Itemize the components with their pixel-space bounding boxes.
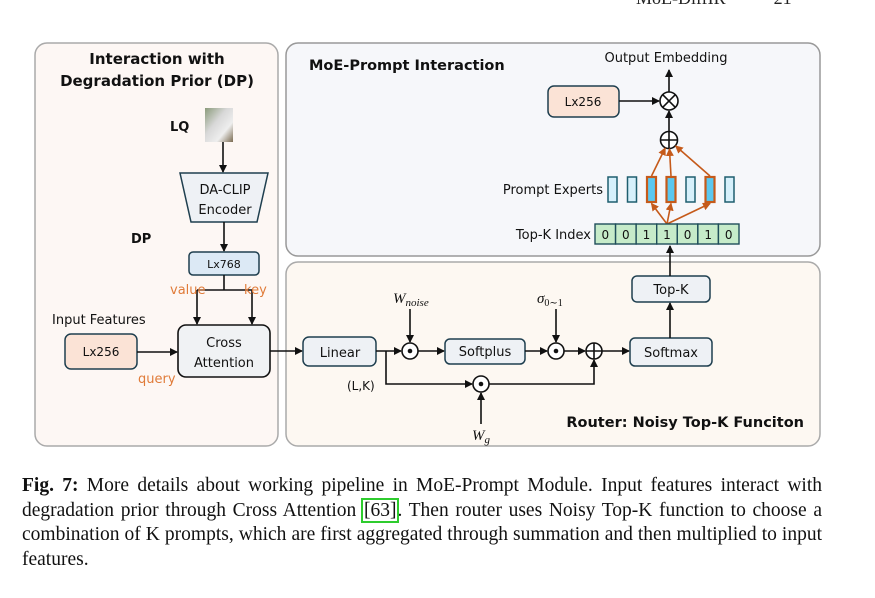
expert (626, 176, 638, 203)
index-value: 1 (704, 228, 712, 242)
output-embedding-label: Output Embedding (604, 51, 727, 66)
lq-label: LQ (170, 120, 189, 135)
topk-box (631, 275, 711, 303)
softmax-box (629, 337, 713, 367)
sum-icon (659, 130, 679, 150)
running-title: MoE-DiffIR (636, 0, 726, 8)
lq-image (205, 108, 233, 142)
index-cell (717, 223, 740, 245)
linear-label: Linear (320, 346, 361, 361)
shape-label: (L,K) (347, 379, 375, 393)
expert (724, 176, 735, 203)
citation-link[interactable]: [63] (360, 497, 400, 523)
running-header: MoE-DiffIR 21 (636, 0, 792, 9)
query-label: query (138, 372, 176, 387)
index-value: 1 (643, 228, 651, 242)
selection-arrow (650, 202, 668, 225)
gate-branch-arrow (385, 351, 473, 388)
index-value: 0 (601, 228, 609, 242)
da-clip-encoder (179, 172, 269, 223)
sigma-label: σ0∼1 (537, 291, 563, 309)
dp-label: DP (131, 232, 151, 247)
input-features-label: Input Features (52, 313, 146, 328)
caption-text-2: . Then router uses Noisy Top-K function … (22, 499, 822, 570)
encoder-label: DA-CLIP (199, 183, 250, 198)
moe-prompt-diagram: Interaction with Degradation Prior (DP) … (34, 42, 821, 447)
cross-attention-label: Cross (206, 336, 242, 351)
aggregate-arrow (665, 147, 674, 177)
softplus-label: Softplus (459, 345, 512, 360)
caption-text: More details about working pipeline in M… (22, 475, 822, 521)
topk-index-label: Top-K Index (515, 228, 591, 243)
selection-arrows (650, 145, 711, 225)
index-value: 0 (684, 228, 692, 242)
selected-expert (645, 175, 658, 204)
hadamard-icon (472, 375, 490, 393)
connector (197, 275, 252, 291)
sum-icon (585, 342, 603, 360)
input-shape-label: Lx256 (83, 345, 120, 359)
figure-caption: Fig. 7: More details about working pipel… (22, 474, 822, 572)
dp-panel-title: Interaction with (89, 50, 224, 68)
key-label: key (244, 283, 267, 298)
hadamard-icon (547, 342, 565, 360)
encoder-label-2: Encoder (198, 203, 252, 218)
value-label: value (170, 283, 206, 298)
router-title: Router: Noisy Top-K Funciton (566, 415, 804, 431)
index-value: 1 (663, 228, 671, 242)
multiply-icon (659, 91, 679, 111)
aggregate-arrow (650, 147, 666, 177)
selected-expert (665, 175, 677, 204)
expert (607, 176, 618, 203)
w-g-label: Wg (472, 428, 491, 446)
index-value: 0 (622, 228, 630, 242)
selected-expert (704, 175, 716, 204)
page-number: 21 (774, 0, 792, 8)
index-value: 0 (725, 228, 733, 242)
prompt-experts-label: Prompt Experts (503, 183, 603, 198)
dp-shape-label: Lx768 (207, 258, 241, 271)
softmax-label: Softmax (644, 346, 698, 361)
feature-shape-label: Lx256 (565, 95, 602, 109)
w-noise-label: Wnoise (393, 291, 429, 309)
expert (685, 176, 696, 203)
dp-panel-title-2: Degradation Prior (DP) (60, 72, 254, 90)
moe-prompt-panel (285, 42, 821, 257)
caption-label: Fig. 7: (22, 475, 79, 496)
prompt-experts (607, 175, 735, 204)
moe-prompt-title: MoE-Prompt Interaction (309, 58, 505, 74)
selection-arrow (665, 202, 674, 225)
hadamard-icon (401, 342, 419, 360)
selection-arrow (666, 202, 711, 225)
arrow (489, 359, 598, 385)
topk-label: Top-K (652, 283, 689, 298)
aggregate-arrow (674, 145, 711, 177)
cross-attention-label-2: Attention (194, 356, 254, 371)
